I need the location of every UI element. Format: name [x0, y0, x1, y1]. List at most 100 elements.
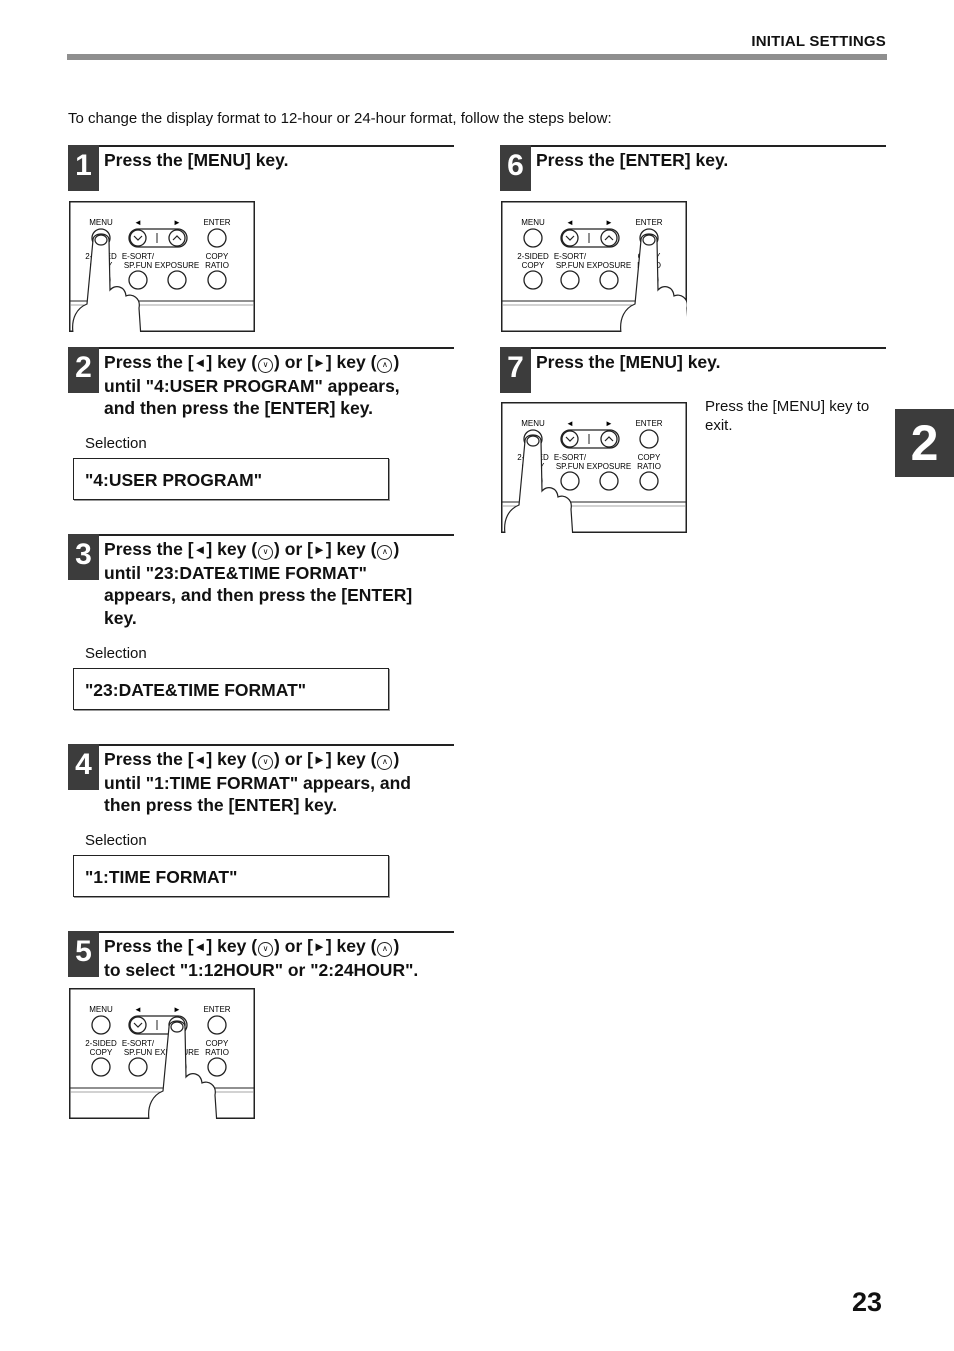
chapter-tab: 2	[895, 409, 954, 477]
left-arrow-icon: ◄	[193, 542, 207, 557]
svg-text:►: ►	[173, 1005, 181, 1014]
svg-text:E-SORT/: E-SORT/	[122, 252, 155, 261]
step-instruction: Press the [MENU] key.	[104, 149, 456, 172]
svg-text:RATIO: RATIO	[205, 261, 229, 270]
svg-text:MENU: MENU	[89, 218, 113, 227]
down-key-icon: ∨	[258, 942, 274, 957]
step-number: 4	[68, 744, 99, 790]
svg-text:◄: ◄	[566, 218, 574, 227]
left-arrow-icon: ◄	[193, 939, 207, 954]
up-key-icon: ∧	[377, 545, 393, 560]
svg-text:SP.FUN: SP.FUN	[556, 261, 585, 270]
step-line: to select "1:12HOUR" or "2:24HOUR".	[104, 959, 419, 980]
step-rule	[500, 347, 886, 349]
svg-text:EXPOSURE: EXPOSURE	[155, 261, 199, 270]
step-instruction: Press the [◄] key (∨) or [►] key (∧) unt…	[104, 538, 456, 629]
svg-text:E-SORT/: E-SORT/	[554, 453, 587, 462]
down-key-icon: ∨	[258, 545, 274, 560]
svg-text:COPY: COPY	[206, 252, 229, 261]
svg-text:2-SIDED: 2-SIDED	[85, 1039, 117, 1048]
selection-label: Selection	[85, 435, 147, 452]
step-number: 6	[500, 145, 531, 191]
step-number: 3	[68, 534, 99, 580]
step-number: 5	[68, 931, 99, 977]
svg-text:COPY: COPY	[638, 453, 661, 462]
svg-text:SP.FUN: SP.FUN	[124, 1048, 153, 1057]
up-key-icon: ∧	[377, 755, 393, 770]
svg-text:COPY: COPY	[206, 1039, 229, 1048]
svg-text:MENU: MENU	[89, 1005, 113, 1014]
step-line: appears, and then press the [ENTER]	[104, 585, 413, 605]
pointing-hand-icon	[148, 1020, 218, 1119]
step-line: Press the [ENTER] key.	[536, 150, 729, 170]
selection-display: "23:DATE&TIME FORMAT"	[73, 668, 389, 710]
step-rule	[68, 534, 454, 536]
step-line: Press the [◄] key (∨) or [►] key (∧)	[104, 748, 456, 772]
step-number: 1	[68, 145, 99, 191]
svg-text:◄: ◄	[134, 1005, 142, 1014]
step-line: Press the [◄] key (∨) or [►] key (∧)	[104, 351, 456, 375]
svg-text:SP.FUN: SP.FUN	[124, 261, 153, 270]
right-arrow-icon: ►	[312, 355, 326, 370]
step-rule	[68, 931, 454, 933]
svg-text:►: ►	[605, 218, 613, 227]
left-arrow-icon: ◄	[193, 355, 207, 370]
step-instruction: Press the [◄] key (∨) or [►] key (∧) to …	[104, 935, 456, 981]
svg-text:ENTER: ENTER	[635, 218, 662, 227]
right-arrow-icon: ►	[312, 542, 326, 557]
step-line: Press the [◄] key (∨) or [►] key (∧)	[104, 935, 456, 959]
svg-text:ENTER: ENTER	[635, 419, 662, 428]
selection-display: "4:USER PROGRAM"	[73, 458, 389, 500]
pointing-hand-icon	[620, 233, 687, 332]
svg-text:RATIO: RATIO	[637, 462, 661, 471]
down-key-icon: ∨	[258, 755, 274, 770]
step-line: until "23:DATE&TIME FORMAT"	[104, 562, 367, 583]
header-rule	[67, 54, 887, 60]
svg-text:MENU: MENU	[521, 419, 545, 428]
right-arrow-icon: ►	[312, 752, 326, 767]
up-key-icon: ∧	[377, 942, 393, 957]
svg-text:EXPOSURE: EXPOSURE	[587, 462, 631, 471]
step-line: until "4:USER PROGRAM" appears,	[104, 375, 400, 396]
step-line: Press the [MENU] key.	[104, 150, 289, 170]
svg-text:►: ►	[605, 419, 613, 428]
svg-text:EXPOSURE: EXPOSURE	[587, 261, 631, 270]
pointing-hand-icon	[504, 434, 574, 533]
svg-text:COPY: COPY	[522, 261, 545, 270]
step-rule	[68, 145, 454, 147]
step-instruction: Press the [◄] key (∨) or [►] key (∧) unt…	[104, 351, 456, 420]
step-number: 2	[68, 347, 99, 393]
intro-text: To change the display format to 12-hour …	[68, 110, 612, 127]
step-rule	[500, 145, 886, 147]
svg-text:E-SORT/: E-SORT/	[554, 252, 587, 261]
svg-text:E-SORT/: E-SORT/	[122, 1039, 155, 1048]
step-line: Press the [MENU] key.	[536, 352, 721, 372]
page-number: 23	[852, 1287, 883, 1317]
step-instruction: Press the [MENU] key.	[536, 351, 888, 374]
section-title: INITIAL SETTINGS	[751, 33, 886, 50]
svg-text:◄: ◄	[566, 419, 574, 428]
selection-label: Selection	[85, 832, 147, 849]
step-line: and then press the [ENTER] key.	[104, 398, 374, 418]
step-number: 7	[500, 347, 531, 393]
svg-text:RATIO: RATIO	[205, 1048, 229, 1057]
left-arrow-icon: ◄	[193, 752, 207, 767]
down-key-icon: ∨	[258, 358, 274, 373]
right-arrow-icon: ►	[312, 939, 326, 954]
svg-text:MENU: MENU	[521, 218, 545, 227]
step-instruction: Press the [ENTER] key.	[536, 149, 888, 172]
step-instruction: Press the [◄] key (∨) or [►] key (∧) unt…	[104, 748, 456, 817]
svg-text:◄: ◄	[134, 218, 142, 227]
selection-label: Selection	[85, 645, 147, 662]
step-7-note: Press the [MENU] key to exit.	[705, 398, 870, 434]
step-line: then press the [ENTER] key.	[104, 795, 338, 815]
svg-text:COPY: COPY	[90, 1048, 113, 1057]
